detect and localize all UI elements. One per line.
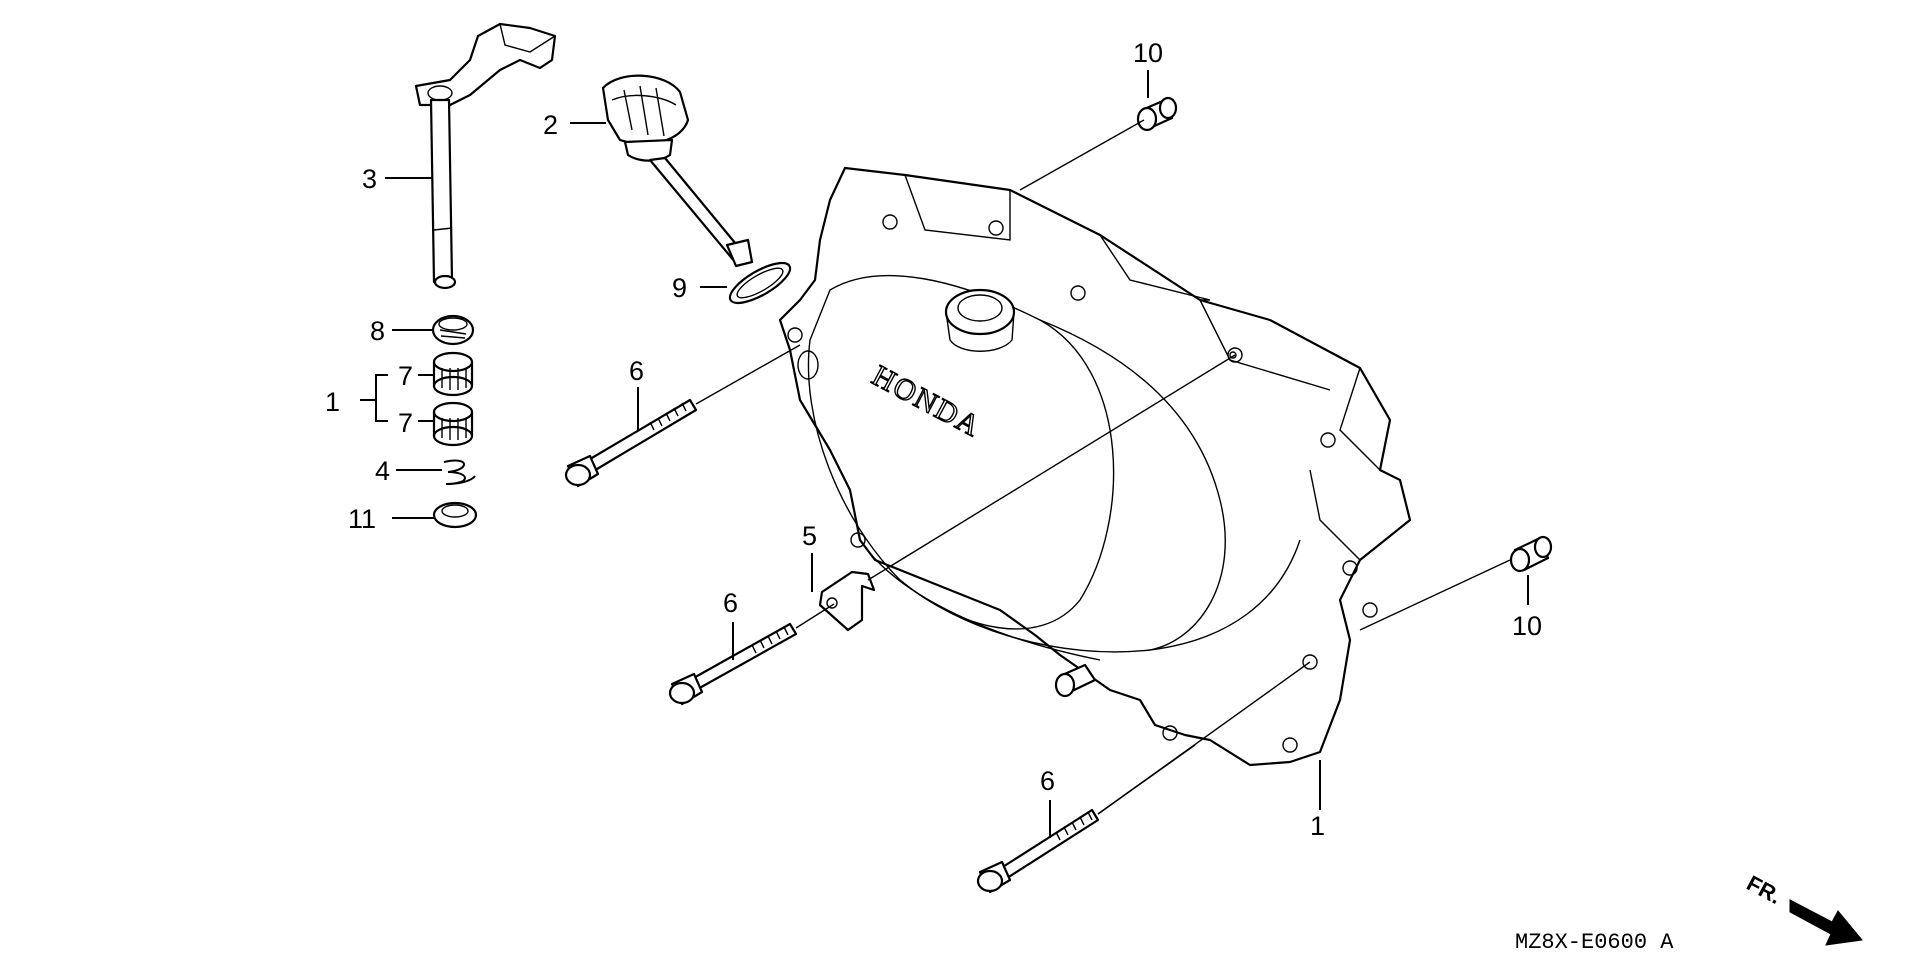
callout-2: 2 — [543, 110, 558, 140]
callout-6-bottom: 6 — [1040, 766, 1055, 796]
diagram-code: MZ8X-E0600 A — [1515, 930, 1674, 955]
callout-7-lower: 7 — [398, 408, 413, 438]
callout-8: 8 — [370, 316, 385, 346]
callout-labels: 3 2 8 7 7 1 4 11 9 6 6 6 5 10 10 1 — [325, 38, 1542, 841]
callout-10-right: 10 — [1512, 611, 1542, 641]
spring-washer — [432, 501, 478, 529]
o-ring — [728, 261, 792, 305]
needle-bearing-upper — [432, 351, 474, 397]
crankcase-cover: HONDA — [778, 166, 1412, 767]
oil-filler-cap — [601, 74, 754, 268]
callout-6-top: 6 — [629, 356, 644, 386]
flange-bolt-bottom — [976, 808, 1100, 894]
oil-seal — [431, 314, 475, 346]
callout-7-upper: 7 — [398, 361, 413, 391]
callout-1-left: 1 — [325, 387, 340, 417]
flange-bolt-top — [564, 398, 698, 488]
dowel-pin-top — [1136, 96, 1178, 132]
callout-leaders — [360, 70, 1529, 838]
front-direction-indicator: FR. — [1743, 870, 1863, 946]
callout-6-middle: 6 — [723, 588, 738, 618]
assembly-guide-lines — [695, 119, 1511, 815]
front-direction-label: FR. — [1743, 870, 1786, 909]
needle-bearing-lower — [432, 401, 474, 447]
front-direction-arrow-icon — [1789, 899, 1863, 946]
lifter-spring — [443, 459, 476, 485]
callout-11: 11 — [348, 504, 376, 534]
callout-9: 9 — [672, 273, 687, 303]
callout-5: 5 — [802, 521, 817, 551]
dowel-pin-right — [1509, 535, 1553, 573]
callout-4: 4 — [375, 456, 390, 486]
callout-3: 3 — [362, 164, 377, 194]
flange-bolt-middle — [668, 622, 798, 706]
callout-1-cover: 1 — [1310, 811, 1325, 841]
callout-10-top: 10 — [1133, 38, 1163, 68]
cable-bracket — [818, 570, 876, 632]
clutch-lifter-spindle — [414, 22, 557, 290]
